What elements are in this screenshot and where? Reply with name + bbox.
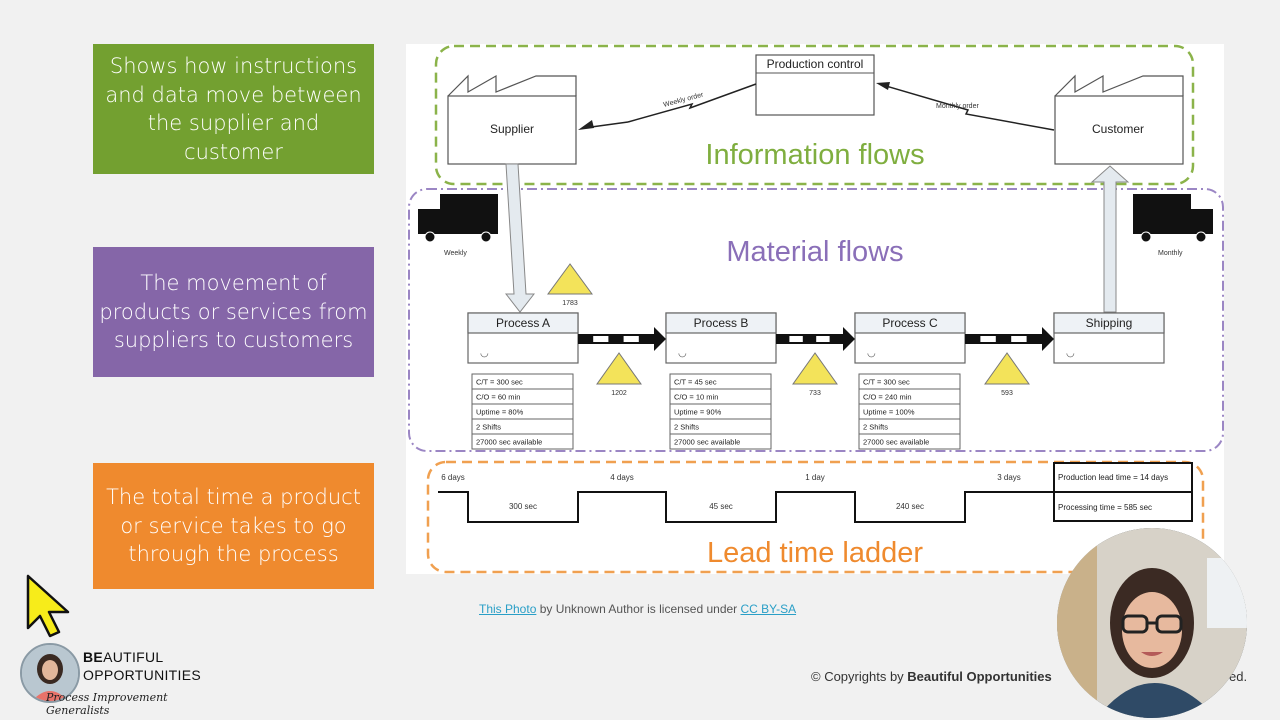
value-stream-map: Supplier Customer Production control Wee… bbox=[406, 44, 1224, 574]
copyright: © Copyrights by Beautiful Opportunities … bbox=[811, 669, 1247, 684]
process-data-line: C/O = 240 min bbox=[863, 393, 912, 402]
operator-icon: ◡ bbox=[480, 348, 489, 359]
process-data-line: Uptime = 100% bbox=[863, 408, 915, 417]
ladder-days-label: 1 day bbox=[805, 473, 825, 482]
process-name: Shipping bbox=[1086, 316, 1133, 330]
process-data-line: 2 Shifts bbox=[863, 423, 888, 432]
ladder-seconds-label: 300 sec bbox=[509, 502, 537, 511]
process-name: Process C bbox=[882, 316, 938, 330]
process-data-line: C/O = 10 min bbox=[674, 393, 718, 402]
material-flows-title: Material flows bbox=[726, 236, 903, 268]
lead-time-ladder: 6 days 4 days 1 day 3 days 300 sec 45 sec 240 … bbox=[438, 462, 1193, 523]
logo-portrait-icon bbox=[20, 643, 80, 703]
production-control-label: Production control bbox=[767, 57, 864, 71]
material-flow-box bbox=[408, 188, 1224, 452]
material-flow-callout: The movement of products or services fro… bbox=[93, 247, 374, 377]
process-data-line: C/T = 45 sec bbox=[674, 378, 717, 387]
ladder-line bbox=[438, 491, 1054, 523]
ladder-days-label: 3 days bbox=[997, 473, 1021, 482]
process-data-line: 27000 sec available bbox=[476, 438, 542, 447]
lead-time-box bbox=[426, 460, 1205, 574]
supplier-label: Supplier bbox=[490, 122, 534, 136]
logo-line1: BEAUTIFUL bbox=[83, 649, 164, 665]
production-control-box bbox=[755, 54, 875, 116]
ladder-seconds-label: 240 sec bbox=[896, 502, 924, 511]
inventory-triangle-icon bbox=[596, 352, 642, 385]
lead-time-callout: The total time a product or service take… bbox=[93, 463, 374, 589]
photo-link[interactable]: This Photo bbox=[479, 602, 537, 616]
push-arrow bbox=[776, 327, 855, 351]
operator-icon: ◡ bbox=[867, 348, 876, 359]
process-data-line: 27000 sec available bbox=[863, 438, 929, 447]
supplier-factory-icon bbox=[447, 74, 577, 165]
photo-credit: This Photo by Unknown Author is licensed… bbox=[479, 602, 796, 616]
lead-time-ladder-title: Lead time ladder bbox=[707, 537, 923, 569]
logo-tagline: Process Improvement Generalists bbox=[46, 691, 168, 717]
process-data-line: C/T = 300 sec bbox=[863, 378, 910, 387]
operator-icon: ◡ bbox=[678, 348, 687, 359]
push-arrow bbox=[965, 327, 1054, 351]
process-data-line: Uptime = 90% bbox=[674, 408, 722, 417]
customer-label: Customer bbox=[1092, 122, 1144, 136]
customer-factory-icon bbox=[1054, 74, 1184, 165]
weekly-truck-icon bbox=[418, 194, 498, 243]
process-name: Process A bbox=[496, 316, 550, 330]
inventory-triangle-icon bbox=[792, 352, 838, 385]
process-data-line: 2 Shifts bbox=[476, 423, 501, 432]
process-name: Process B bbox=[694, 316, 749, 330]
monthly-label: Monthly bbox=[1158, 250, 1183, 257]
inventory-top-label: 1783 bbox=[562, 300, 578, 307]
processing-time: Processing time = 585 sec bbox=[1058, 503, 1152, 512]
license-link[interactable]: CC BY-SA bbox=[740, 602, 797, 616]
push-arrow bbox=[578, 327, 666, 351]
brand-logo: BEAUTIFUL OPPORTUNITIES Process Improvem… bbox=[18, 641, 218, 717]
copyright-brand: Beautiful Opportunities bbox=[907, 669, 1052, 684]
process-data-line: C/O = 60 min bbox=[476, 393, 520, 402]
logo-line2: OPPORTUNITIES bbox=[83, 667, 201, 683]
credit-text: by Unknown Author is licensed under bbox=[536, 602, 741, 616]
inventory-label: 593 bbox=[1001, 390, 1013, 397]
process-4: Shipping ◡ bbox=[1053, 312, 1165, 364]
operator-icon: ◡ bbox=[1066, 348, 1075, 359]
ladder-days-label: 6 days bbox=[441, 473, 465, 482]
ladder-seconds-label: 45 sec bbox=[709, 502, 733, 511]
information-flows-title: Information flows bbox=[705, 139, 924, 171]
copyright-prefix: © Copyrights by bbox=[811, 669, 908, 684]
inventory-label: 733 bbox=[809, 390, 821, 397]
process-data-line: 2 Shifts bbox=[674, 423, 699, 432]
information-flow-box bbox=[434, 44, 1195, 186]
process-data-line: Uptime = 80% bbox=[476, 408, 524, 417]
inventory-label: 1202 bbox=[611, 390, 627, 397]
process-data-line: C/T = 300 sec bbox=[476, 378, 523, 387]
mouse-pointer-icon bbox=[26, 574, 78, 645]
monthly-truck-icon bbox=[1133, 194, 1213, 243]
monthly-order-label: Monthly order bbox=[936, 103, 979, 110]
inventory-triangle-icon bbox=[984, 352, 1030, 385]
copyright-tail: ed. bbox=[1229, 669, 1248, 684]
process-data-line: 27000 sec available bbox=[674, 438, 740, 447]
presenter-webcam bbox=[1057, 528, 1247, 718]
information-flow-callout: Shows how instructions and data move bet… bbox=[93, 44, 374, 174]
production-lead-time: Production lead time = 14 days bbox=[1058, 473, 1168, 482]
weekly-label: Weekly bbox=[444, 250, 467, 257]
inventory-triangle-icon bbox=[547, 263, 593, 295]
ladder-days-label: 4 days bbox=[610, 473, 634, 482]
